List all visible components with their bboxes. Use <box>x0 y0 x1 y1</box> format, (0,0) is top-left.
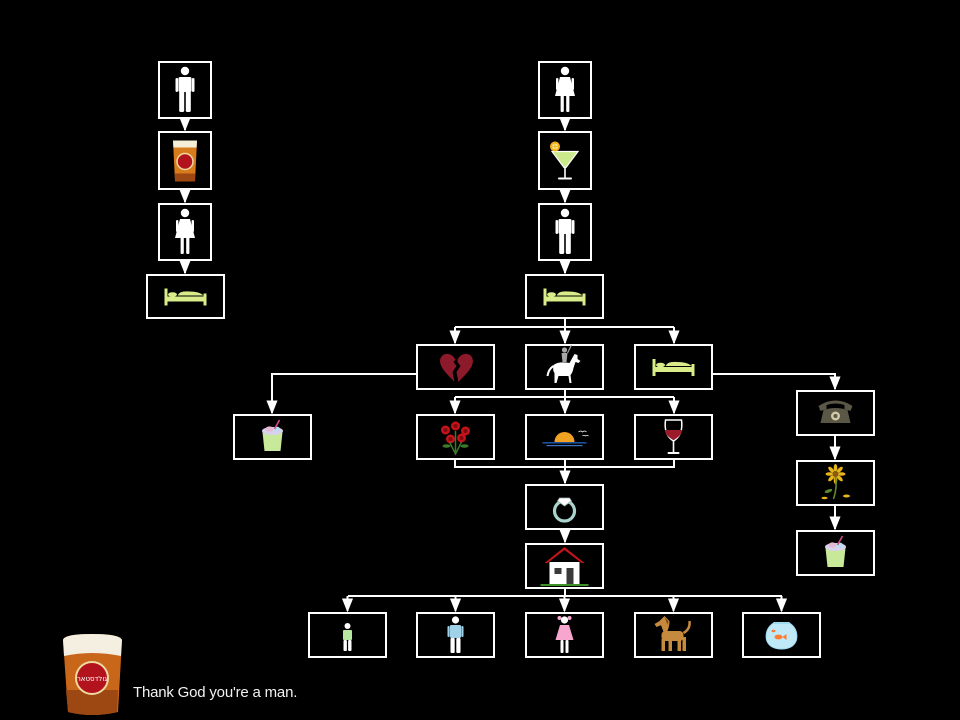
node-phone <box>796 390 875 436</box>
node-bed2 <box>634 344 713 390</box>
node-dog <box>634 612 713 658</box>
dog-icon <box>654 616 691 651</box>
arrow-heart-tub <box>266 373 416 415</box>
node-tub-right <box>796 530 875 576</box>
wine-glass-icon <box>664 419 683 454</box>
node-frame <box>634 612 713 658</box>
man-child-icon <box>447 616 464 653</box>
beer-glass-icon <box>173 140 197 182</box>
node-m-woman <box>158 203 212 261</box>
node-roses <box>416 414 495 460</box>
node-frame <box>146 274 225 319</box>
woman-icon <box>555 66 575 112</box>
node-w-bed <box>525 274 604 319</box>
boy-icon <box>343 623 352 651</box>
man-icon <box>175 66 195 112</box>
man-icon <box>555 208 575 254</box>
node-house <box>525 543 604 589</box>
broken-heart-icon <box>440 353 473 382</box>
cocktail-icon <box>550 141 580 180</box>
telephone-icon <box>818 400 853 423</box>
slogan-text: Thank God you're a man. <box>133 684 298 701</box>
sunset-icon <box>542 430 589 447</box>
node-horse <box>525 344 604 390</box>
girl-icon <box>555 616 574 653</box>
bed-icon <box>164 288 207 306</box>
connector-lines <box>179 117 841 613</box>
roses-icon <box>441 421 470 456</box>
node-fish <box>742 612 821 658</box>
node-tub-left <box>233 414 312 460</box>
node-m-bed <box>146 274 225 319</box>
ice-cream-tub-icon <box>262 419 283 451</box>
node-frame <box>525 484 604 530</box>
node-w-cocktail <box>538 131 592 190</box>
node-wine <box>634 414 713 460</box>
node-m-beer <box>158 131 212 190</box>
goldfish-bowl-icon <box>765 622 798 650</box>
node-frame <box>308 612 387 658</box>
node-girl <box>525 612 604 658</box>
arrow-bed-phone <box>713 373 841 391</box>
knight-on-horse-icon <box>546 344 581 383</box>
ring-icon <box>552 497 577 523</box>
ice-cream-tub-icon <box>825 535 846 567</box>
node-w-woman <box>538 61 592 119</box>
brand-logo: גולדסטאר <box>63 634 122 715</box>
node-boy <box>308 612 387 658</box>
woman-icon <box>175 208 195 254</box>
node-frame <box>634 344 713 390</box>
node-sunset <box>525 414 604 460</box>
diagram-nodes <box>146 61 875 658</box>
node-m-man <box>158 61 212 119</box>
node-flower <box>796 460 875 506</box>
node-w-man <box>538 203 592 261</box>
bed-icon <box>543 288 586 306</box>
wilting-flower-icon <box>821 464 850 500</box>
node-heart <box>416 344 495 390</box>
logo-text: גולדסטאר <box>77 675 107 683</box>
house-icon <box>540 547 589 586</box>
node-ring <box>525 484 604 530</box>
bed-icon <box>652 359 695 376</box>
node-son <box>416 612 495 658</box>
